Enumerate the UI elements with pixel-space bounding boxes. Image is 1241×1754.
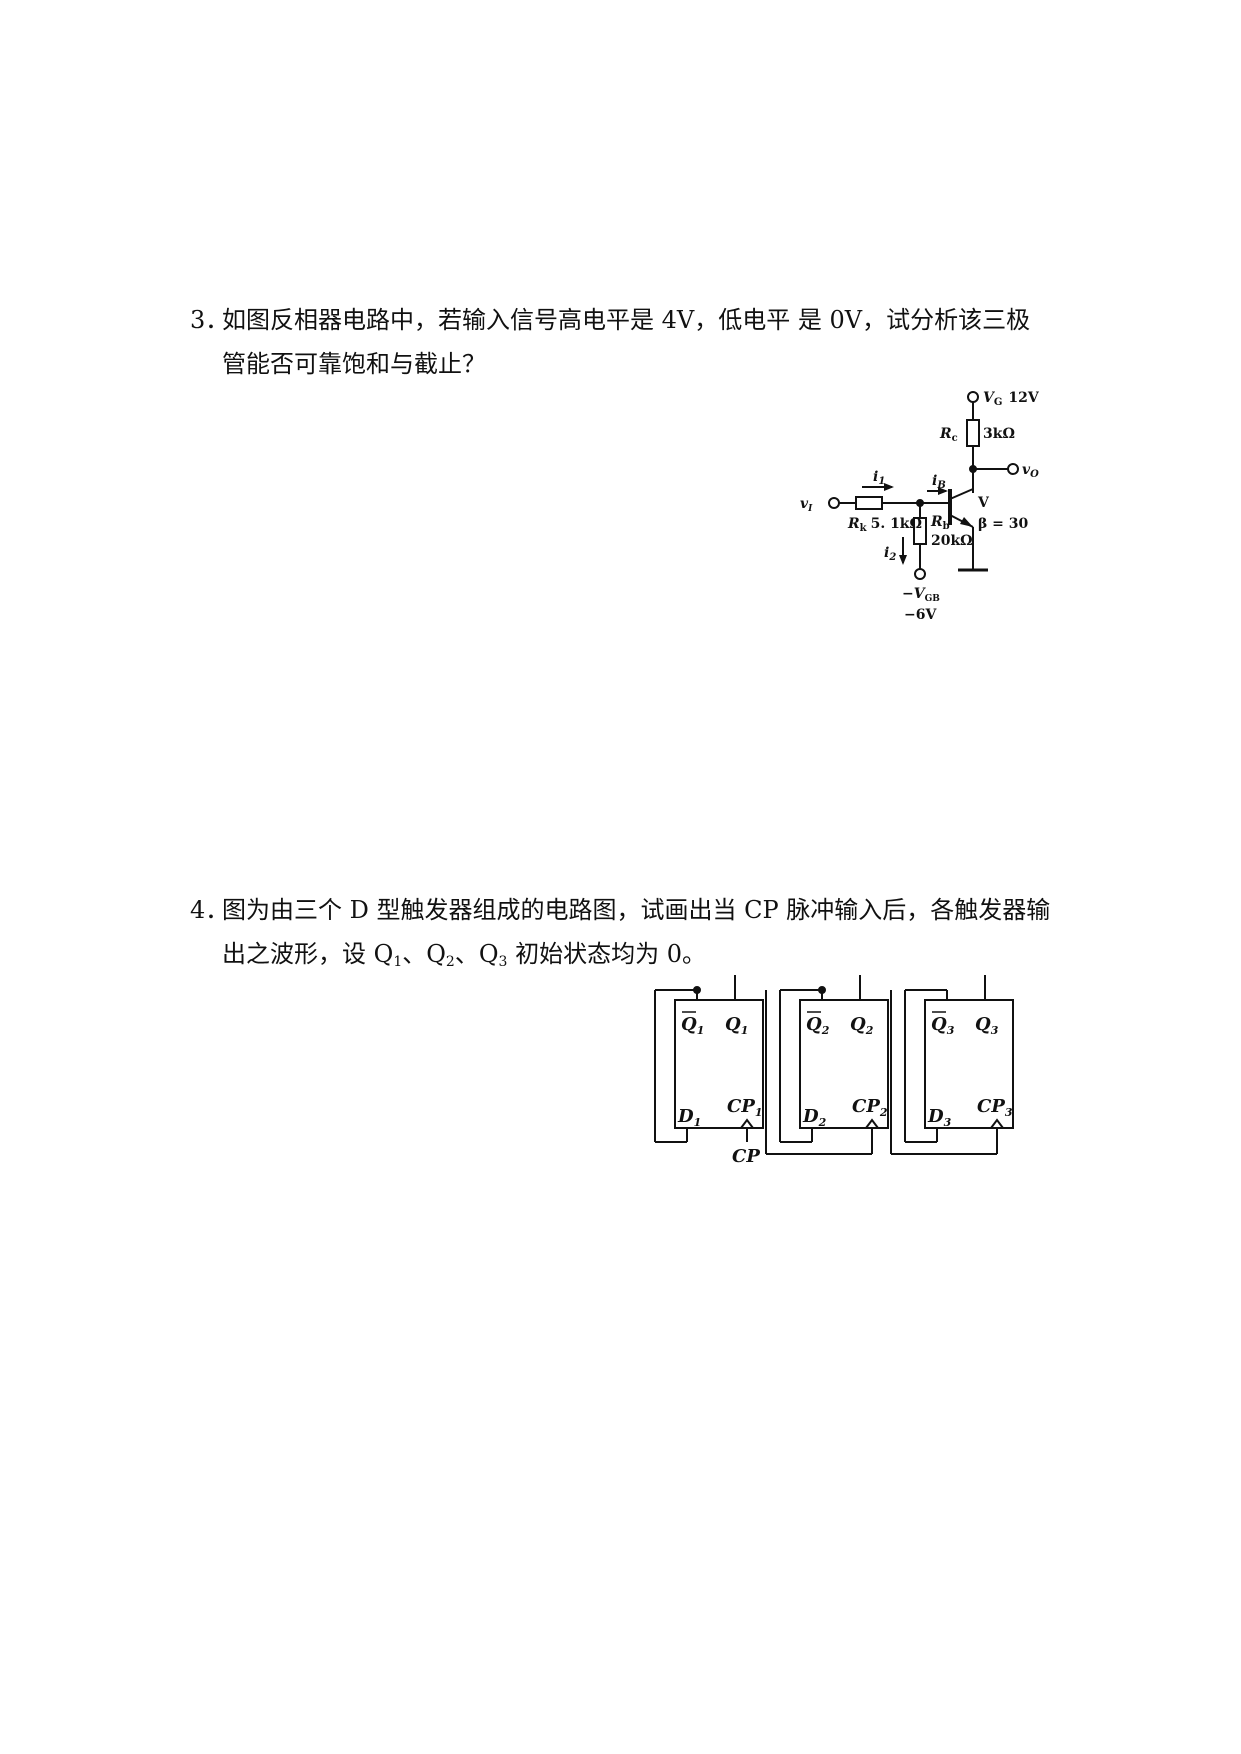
flipflop-2-d-label: D2 — [802, 1106, 827, 1129]
flipflop-1-box — [674, 999, 764, 1129]
d-flipflop-circuit-figure: Q1 Q1 D1 CP1 Q2 Q2 D2 CP2 Q3 Q3 D3 CP3 C… — [654, 975, 1014, 1167]
question-3-line1: 3．如图反相器电路中，若输入信号高电平是 4V，低电平 是 0V，试分析该三极 — [190, 298, 1090, 342]
cp-input-label: CP — [732, 1146, 760, 1167]
flipflop-3-q-label: Q3 — [975, 1014, 999, 1037]
question-3-line2: 管能否可靠饱和与截止？ — [222, 350, 486, 378]
question-4-line1: 4．图为由三个 D 型触发器组成的电路图，试画出当 CP 脉冲输入后，各触发器输 — [190, 888, 1090, 932]
rc-label: Rc — [939, 426, 958, 444]
flipflop-1-qbar-label: Q1 — [681, 1014, 704, 1037]
question-3-text: 如图反相器电路中，若输入信号高电平是 4V，低电平 是 0V，试分析该三极 — [222, 306, 1031, 334]
flipflop-2-box — [799, 999, 889, 1129]
i2-label: i2 — [884, 545, 896, 563]
flipflop-3-qbar-label: Q3 — [931, 1014, 955, 1037]
flipflop-2-qbar-label: Q2 — [806, 1014, 830, 1037]
question-3-number: 3． — [190, 306, 230, 334]
flipflop-1-q-label: Q1 — [725, 1014, 748, 1037]
flipflop-3-cp-label: CP3 — [977, 1096, 1013, 1119]
q4-text-b: 初始状态均为 0。 — [507, 940, 706, 968]
flipflop-3-box — [924, 999, 1014, 1129]
question-4-line2: 出之波形，设 Q1、Q2、Q3 初始状态均为 0。 — [190, 932, 1090, 984]
vo-label: vO — [1022, 462, 1039, 480]
emitter-arrow — [960, 517, 973, 527]
q4-sub1: 1 — [393, 954, 403, 970]
vo-terminal — [1007, 463, 1019, 475]
vg-terminal — [967, 391, 979, 403]
rb-value: 20kΩ — [931, 533, 973, 549]
flipflop-3-clock-triangle — [989, 1118, 1005, 1129]
flipflop-1-clock-triangle — [739, 1118, 755, 1129]
rk-resistor — [855, 496, 883, 510]
flipflop-3-d-label: D3 — [927, 1106, 952, 1129]
flipflop-1-cp-label: CP1 — [727, 1096, 763, 1119]
vgb-value: −6V — [904, 607, 937, 623]
i1-label: i1 — [873, 469, 885, 487]
question-4-text: 图为由三个 D 型触发器组成的电路图，试画出当 CP 脉冲输入后，各触发器输 — [222, 896, 1051, 924]
q4-sep1: 、Q — [402, 940, 446, 968]
flipflop-2-clock-triangle — [864, 1118, 880, 1129]
question-4: 4．图为由三个 D 型触发器组成的电路图，试画出当 CP 脉冲输入后，各触发器输… — [190, 888, 1090, 984]
q4-text-a: 出之波形，设 Q — [222, 940, 394, 968]
vgb-terminal — [914, 568, 926, 580]
rc-resistor — [966, 419, 980, 447]
question-3: 3．如图反相器电路中，若输入信号高电平是 4V，低电平 是 0V，试分析该三极 … — [190, 298, 1090, 386]
flipflop-1-d-label: D1 — [677, 1106, 701, 1129]
q4-sep2: 、Q — [454, 940, 499, 968]
ib-label: iB — [932, 473, 946, 491]
rc-value: 3kΩ — [983, 426, 1015, 442]
vi-label: vI — [800, 496, 813, 514]
vi-terminal — [828, 497, 840, 509]
question-4-number: 4． — [190, 896, 230, 924]
rb-label: Rb — [930, 514, 950, 532]
vgb-label: −VGB — [902, 586, 940, 604]
transistor-label: V — [977, 495, 990, 511]
q4-sub3: 3 — [498, 954, 508, 970]
beta-label: β = 30 — [978, 516, 1029, 532]
flipflop-2-cp-label: CP2 — [852, 1096, 888, 1119]
flipflop-2-q-label: Q2 — [850, 1014, 874, 1037]
q4-sub2: 2 — [445, 954, 455, 970]
